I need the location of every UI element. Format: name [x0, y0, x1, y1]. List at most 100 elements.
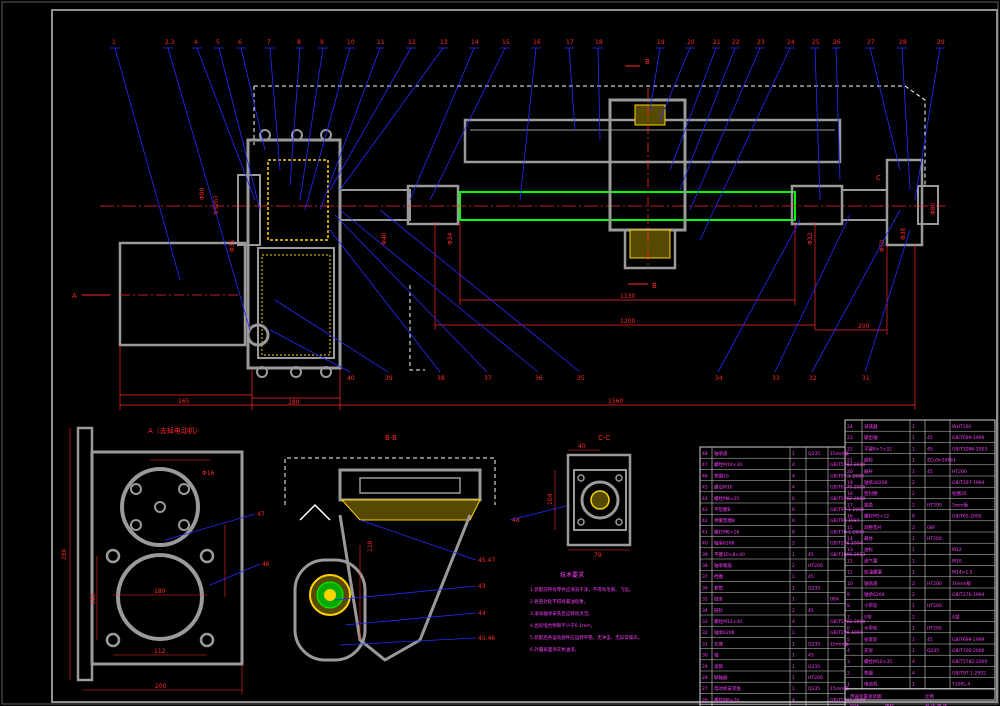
dim-phi50: Φ50	[879, 239, 886, 252]
table-cell: HT200	[808, 675, 823, 681]
table-cell: 21	[847, 458, 853, 464]
table-cell: 45	[808, 552, 814, 558]
leader-line	[240, 47, 266, 151]
table-cell: 2	[912, 480, 915, 486]
table-cell: 蜗杆	[864, 468, 873, 475]
table-cell: 链轮	[714, 607, 723, 614]
dim-left-170: 165	[178, 398, 190, 405]
view-a: A（去掉电动机） 200 280 180 112 118 Φ16	[61, 426, 244, 694]
table-cell: 14	[847, 536, 853, 542]
table-cell: 轴承6208	[714, 540, 735, 547]
tech-note-4: 4.齿轮啮合侧隙不小于0.1mm。	[530, 622, 595, 629]
table-cell: 1	[912, 435, 915, 441]
balloon-label: 27	[867, 39, 875, 46]
table-cell: 22	[847, 446, 853, 452]
table-cell: 轴承座	[714, 450, 728, 457]
table-cell: 螺栓M8×25	[714, 495, 739, 502]
section-bb-title: B-B	[385, 434, 397, 442]
balloon-label: 1	[112, 39, 116, 46]
balloon-label: 10	[347, 39, 355, 46]
mark-b-top: B	[645, 58, 650, 66]
mark-a-left: A	[72, 292, 77, 300]
mark-b-bottom: B	[652, 282, 657, 290]
table-cell: 1	[912, 424, 915, 430]
table-cell: GB/T70.1-2000	[830, 529, 864, 535]
balloon-label: 6	[238, 39, 242, 46]
balloon-label: 36	[535, 375, 543, 382]
table-cell: HT200	[927, 626, 942, 632]
leader-line	[299, 47, 324, 201]
leader-line	[717, 219, 801, 373]
table-cell: 15mm板	[830, 640, 849, 647]
table-cell: 1	[912, 570, 915, 576]
table-cell: 5	[847, 637, 850, 643]
main-view	[100, 85, 945, 378]
table-cell: 弹簧垫圈8	[714, 517, 735, 524]
table-cell: 1	[792, 451, 795, 457]
balloon-label: 7	[267, 39, 271, 46]
balloon-label: 47	[257, 511, 265, 518]
balloon-label: 17	[566, 39, 574, 46]
table-cell: 45	[808, 608, 814, 614]
balloon-label: 19	[657, 39, 665, 46]
table-cell: 08F	[927, 525, 936, 531]
table-cell: 电动机安装板	[714, 685, 741, 692]
table-cell: Q235	[808, 664, 820, 670]
dim-phi40: Φ40	[381, 232, 388, 245]
table-cell: 35	[702, 597, 708, 603]
table-cell: 41	[702, 529, 708, 535]
scale-label: 比例	[925, 693, 934, 700]
dim-phi52: Φ52h7	[213, 195, 220, 215]
leader-line	[835, 47, 841, 181]
table-cell: 张紧轮	[864, 636, 878, 643]
balloon-label: 23	[757, 39, 765, 46]
balloon-label: 18	[595, 39, 603, 46]
table-cell: 37	[702, 574, 708, 580]
balloon-label: 24	[787, 39, 795, 46]
table-cell: 15	[847, 525, 853, 531]
table-cell: 放油螺塞	[864, 569, 882, 576]
leader-line	[114, 47, 181, 281]
section-cc-title: C-C	[598, 434, 610, 442]
shaft-left	[339, 189, 411, 221]
leader-line	[269, 329, 351, 373]
motor	[118, 241, 247, 347]
main-dimensions	[119, 222, 916, 410]
table-cell: 30	[702, 653, 708, 659]
table-cell: 8	[847, 603, 850, 609]
table-cell: 1	[792, 585, 795, 591]
table-cell: 平垫圈8	[714, 506, 730, 513]
leader-line	[689, 47, 761, 211]
tech-notes-heading: 技术要求	[560, 571, 584, 579]
table-cell: 45	[927, 637, 933, 643]
table-cell: WHT100	[952, 424, 971, 430]
table-cell: 1	[792, 552, 795, 558]
table-cell: 1	[792, 675, 795, 681]
table-cell: Q235	[927, 648, 939, 654]
table-cell: 10mm板	[952, 580, 971, 587]
section-bb: B-B 118	[284, 434, 496, 662]
table-cell: 18	[847, 491, 853, 497]
leader-line	[339, 209, 539, 373]
table-cell: 平键10×8×40	[714, 551, 745, 558]
leader-line	[679, 47, 736, 191]
title-block	[844, 688, 996, 701]
table-cell: 支架	[864, 647, 873, 654]
table-cell: 1	[912, 469, 915, 475]
table-cell: GB/T93-1987	[830, 518, 860, 524]
leader-line	[269, 47, 281, 171]
table-cell: 4	[792, 485, 795, 491]
table-cell: 轴承座	[864, 580, 878, 587]
table-cell: 4	[792, 462, 795, 468]
leader-line	[304, 47, 351, 211]
table-cell: 19	[847, 480, 853, 486]
leader-line	[429, 47, 506, 201]
leader-line	[901, 47, 911, 191]
table-cell: 轴承6204	[864, 591, 885, 598]
table-cell: 垫圈	[864, 669, 873, 676]
leader-line	[814, 47, 821, 201]
table-cell: 15mm板	[830, 685, 849, 692]
balloon-label: 20	[687, 39, 695, 46]
